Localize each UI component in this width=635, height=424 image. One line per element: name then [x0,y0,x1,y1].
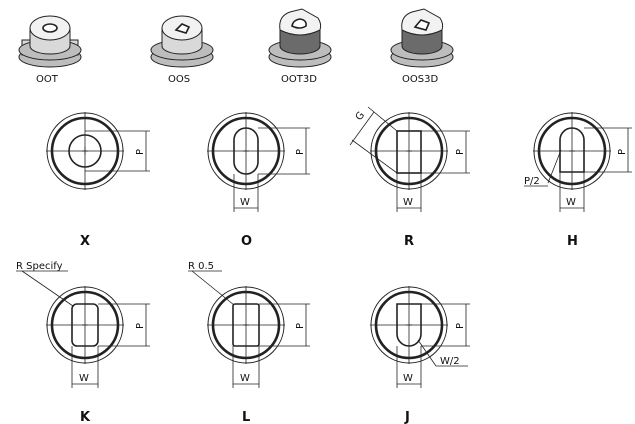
isometric-oot3d: OOT3D [268,8,332,85]
dim-w-half: W/2 [440,356,460,367]
profile-letter: H [567,234,578,249]
profile-o: P W O [207,112,310,249]
profile-h: P P/2 W H [524,112,632,249]
dim-w: W [240,197,250,208]
isometric-oos3d: OOS3D [390,8,454,85]
isometric-oot: OOT [18,15,82,85]
dim-g: G [354,110,367,123]
dim-p: P [295,323,306,329]
dim-w: W [79,373,89,384]
dim-w: W [403,373,413,384]
iso-label-oot3d: OOT3D [281,74,317,85]
dim-r-half: R 0.5 [188,261,214,272]
dim-p: P [455,323,466,329]
profile-j: W/2 P W J [370,286,470,424]
iso-label-oos3d: OOS3D [402,74,438,85]
dim-p-half: P/2 [524,176,540,187]
profile-letter: R [404,234,414,249]
profile-r: G P W R [349,106,470,249]
profile-letter: O [241,234,252,249]
isometric-oos: OOS [150,15,214,85]
profile-l: R 0.5 P W L [188,261,310,424]
dim-p: P [135,149,146,155]
dim-p: P [295,149,306,155]
profile-letter: K [80,410,91,424]
dim-p: P [135,323,146,329]
dim-p: P [455,149,466,155]
profile-k: R Specify P W K [16,261,150,424]
profile-letter: L [242,410,250,424]
profile-letter: X [80,234,90,249]
dim-w: W [240,373,250,384]
dim-w: W [403,197,413,208]
profile-letter: J [404,410,410,424]
dim-r-specify: R Specify [16,261,63,272]
dim-p: P [617,149,628,155]
iso-label-oos: OOS [168,74,190,85]
profile-x: P X [46,112,150,249]
iso-label-oot: OOT [36,74,59,85]
dim-w: W [566,197,576,208]
